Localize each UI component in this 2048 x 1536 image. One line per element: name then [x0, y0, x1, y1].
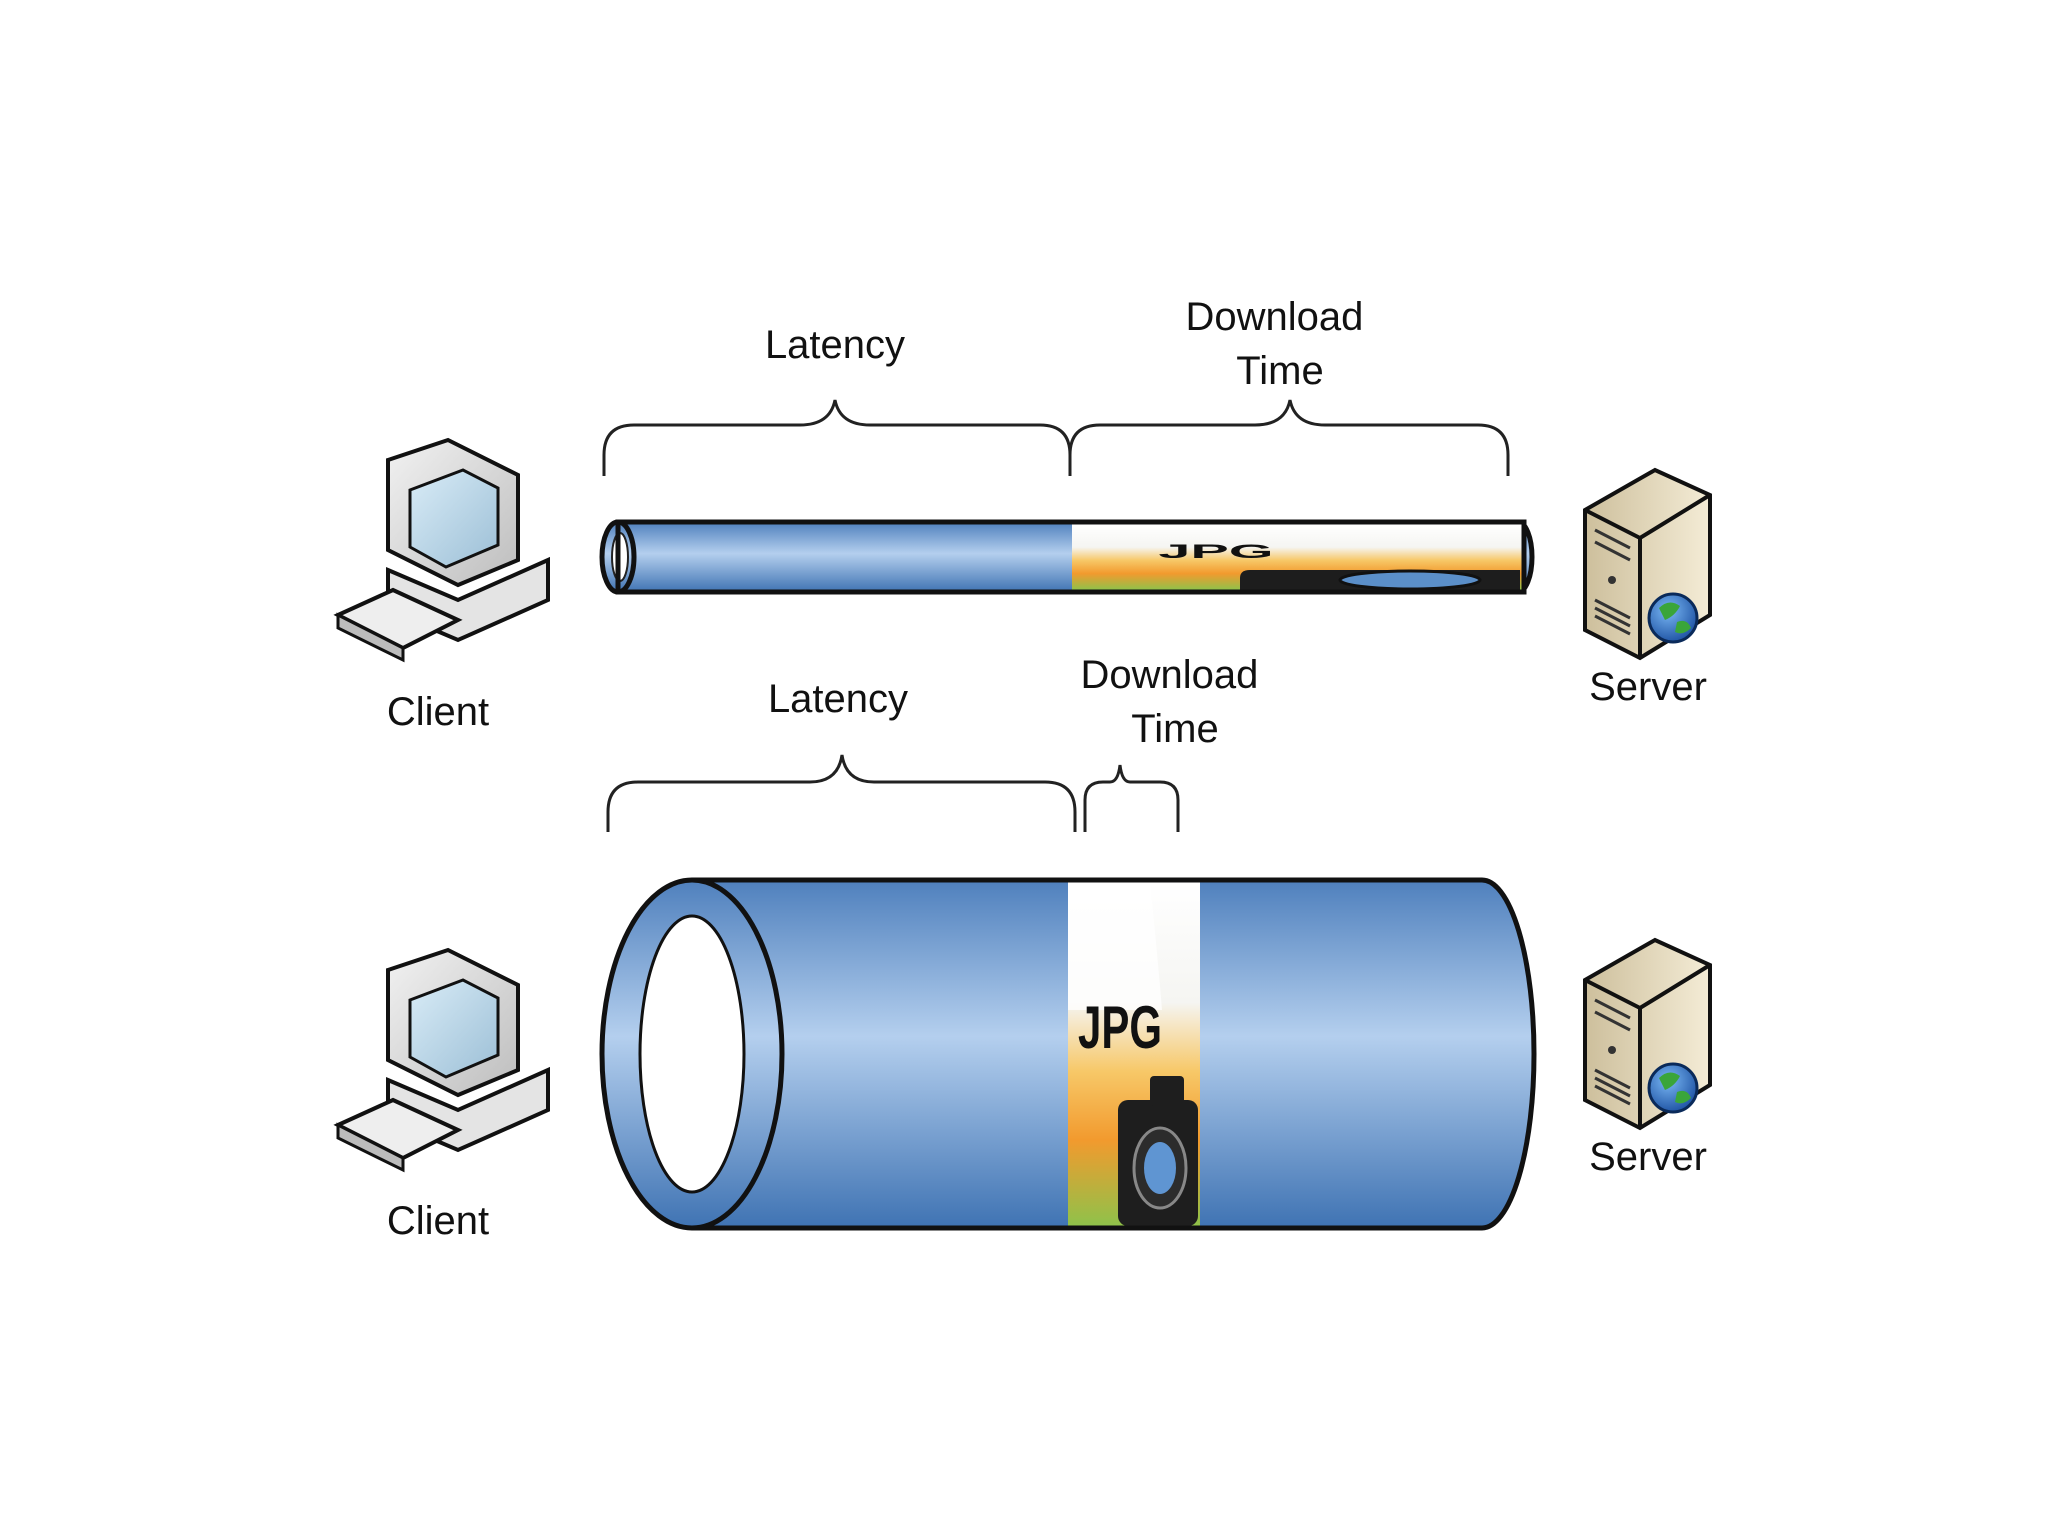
thin-pipe: JPG: [599, 519, 1535, 595]
top-diagram: Client Latency Download Time JPG: [333, 295, 1712, 734]
latency-brace: [602, 399, 1072, 476]
latency-brace: [606, 754, 1077, 832]
jpg-label: JPG: [1078, 994, 1162, 1061]
client-computer-icon: [333, 437, 550, 663]
download-time-label: Download Time: [1080, 653, 1269, 751]
server-icon: [1583, 467, 1712, 661]
client-computer-icon: [333, 947, 550, 1173]
download-time-label: Download Time: [1185, 295, 1374, 393]
server-label: Server: [1589, 1135, 1707, 1179]
download-time-line2: Time: [1131, 707, 1218, 751]
client-label: Client: [387, 1199, 489, 1243]
download-time-line2: Time: [1236, 349, 1323, 393]
jpg-label: JPG: [1158, 541, 1273, 563]
download-time-brace: [1083, 764, 1180, 832]
latency-label: Latency: [768, 677, 908, 721]
download-time-line1: Download: [1080, 653, 1258, 697]
download-time-line1: Download: [1185, 295, 1363, 339]
globe-icon: [1647, 592, 1699, 644]
globe-icon: [1647, 1062, 1699, 1114]
jpg-file-icon: JPG: [1068, 882, 1200, 1226]
client-label: Client: [387, 690, 489, 734]
server-label: Server: [1589, 665, 1707, 709]
jpg-file-icon: JPG: [1072, 524, 1524, 591]
server-icon: [1583, 937, 1712, 1131]
bottom-diagram: Client Latency Download Time JPG: [333, 653, 1712, 1243]
thick-pipe: JPG: [599, 877, 1537, 1231]
latency-label: Latency: [765, 323, 905, 367]
camera-icon: [1118, 1076, 1198, 1226]
download-time-brace: [1068, 399, 1510, 476]
